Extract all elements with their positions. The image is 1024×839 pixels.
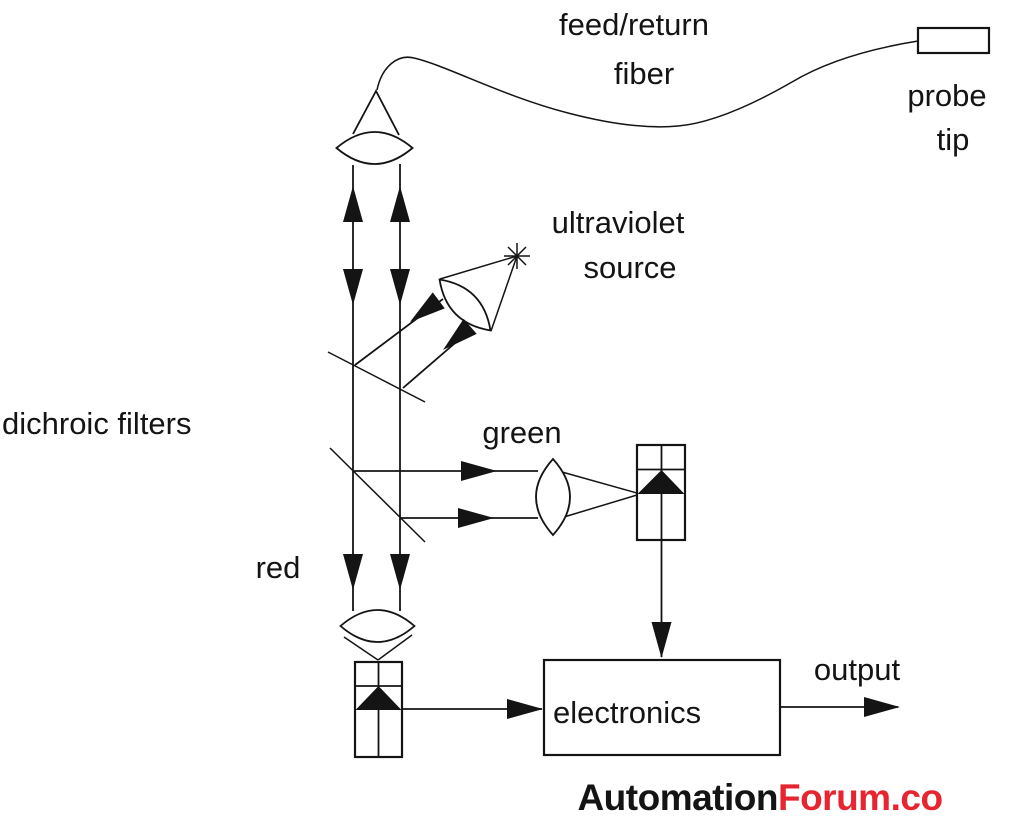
uv-source-label-line2: source [583,250,676,285]
fiber-coupling-cone [352,89,400,136]
red-label: red [256,550,301,585]
red-lens [339,609,416,643]
red-detector-triangle [355,686,402,710]
up-arrowhead-right [390,186,410,222]
fiber-curve [376,40,919,128]
uv-cone-lower [490,255,518,332]
red-down-arrowhead-left [343,554,363,590]
green-upper-arrowhead [461,461,497,481]
green-lower-arrowhead [458,508,494,528]
electronics-box [542,658,782,757]
feed-return-label-line2: fiber [614,56,674,91]
collimating-lens [335,131,414,165]
branding-wordmark: AutomationForum.co [577,777,942,818]
uv-lens [438,278,492,332]
branding-part-red: Forum.co [778,777,943,818]
branding-part-black: Automation [577,777,778,818]
green-detector-triangle [637,470,685,494]
dichroic-filter-upper [327,351,426,403]
feed-return-label-line1: feed/return [559,7,709,42]
output-arrowhead [864,697,900,717]
red-detector [353,660,404,759]
green-cone-lower [563,494,638,518]
electronics-label: electronics [553,695,701,730]
probe-tip-box [916,26,991,55]
dichroic-filter-lower [329,447,426,543]
down-arrowhead-right [390,269,410,305]
output-label: output [814,652,901,687]
dichroic-filters-label: dichroic filters [2,406,192,441]
green-lens [535,457,571,537]
green-to-electronics-arrowhead [651,622,672,658]
up-arrowhead-left [343,186,363,222]
down-arrowhead-left [343,269,363,305]
probe-tip-label-line2: tip [937,122,970,157]
green-label: green [482,415,561,450]
red-down-arrowhead-right [390,554,410,590]
green-detector [635,443,687,542]
probe-tip-label-line1: probe [907,78,986,113]
red-to-electronics-arrowhead [507,699,543,719]
red-cone-right [377,634,413,661]
uv-cone-upper [439,255,518,280]
uv-source-label-line1: ultraviolet [552,205,685,240]
green-cone-upper [561,471,638,494]
red-cone-left [343,636,379,661]
